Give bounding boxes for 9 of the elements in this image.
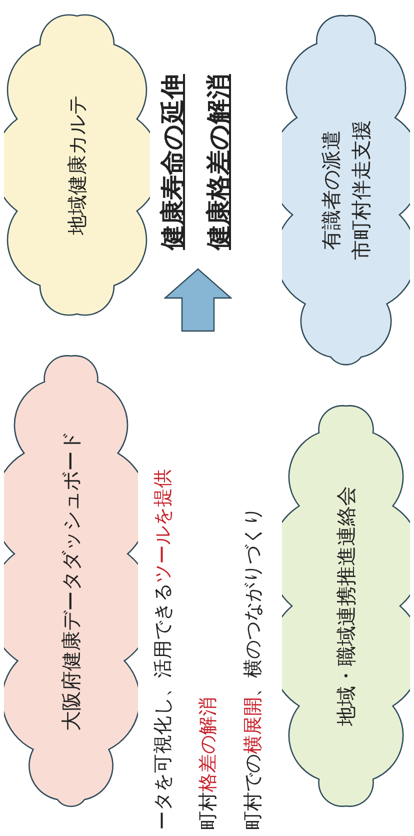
- note-text: 町村での横展開、横のつながりづくり: [241, 507, 265, 830]
- note-text: 町村格差の解消: [196, 697, 220, 830]
- cloud-text: 大阪府健康データダッシュボード: [58, 431, 84, 731]
- note-text: ータを可視化し、活用できるツールを提供: [151, 469, 175, 830]
- cloud-text: 地域健康カルテ: [64, 95, 90, 235]
- title: 健康寿命の延伸健康格差の解消: [158, 74, 233, 250]
- cloud-text: 地域・職域連携推進連絡会: [333, 486, 359, 726]
- cloud-text: 市町村伴走支援: [348, 120, 374, 260]
- cloud-text: 有識者の派遣: [318, 130, 344, 250]
